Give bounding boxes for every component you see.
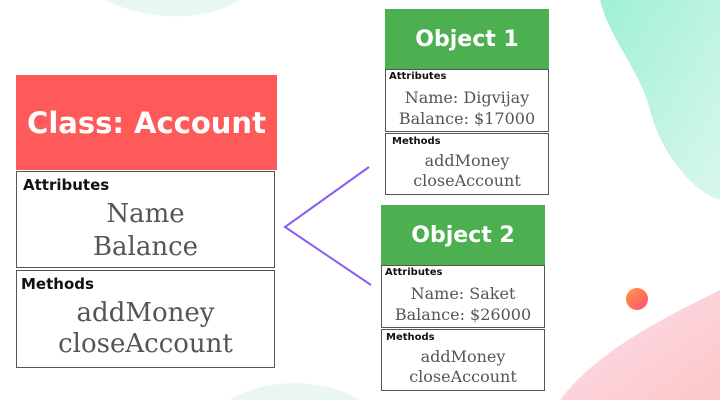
method-item: addMoney: [420, 347, 506, 366]
methods-label: Methods: [386, 332, 435, 343]
object-2-methods-list: addMoney closeAccount: [382, 347, 544, 387]
object-2-methods-section: Methods addMoney closeAccount: [381, 329, 545, 391]
attributes-label: Attributes: [389, 71, 447, 82]
attribute-item: Balance: $17000: [398, 109, 536, 128]
method-item: closeAccount: [413, 171, 521, 190]
methods-label: Methods: [21, 275, 94, 293]
object-1-methods-section: Methods addMoney closeAccount: [385, 133, 549, 195]
object-2-attributes-section: Attributes Name: Saket Balance: $26000: [381, 265, 545, 328]
attribute-item: Name: Digvijay: [404, 88, 530, 107]
attributes-label: Attributes: [385, 267, 443, 278]
class-attributes-section: Attributes Name Balance: [16, 171, 275, 268]
bottom-right-blob: [560, 290, 720, 400]
class-methods-list: addMoney closeAccount: [17, 298, 274, 360]
methods-label: Methods: [392, 136, 441, 147]
connector-line: [283, 166, 372, 286]
method-item: addMoney: [76, 298, 215, 328]
top-left-blob: [105, 0, 240, 17]
object-1-attributes-list: Name: Digvijay Balance: $17000: [386, 87, 548, 129]
top-right-blob: [600, 0, 720, 200]
object-2-attributes-list: Name: Saket Balance: $26000: [382, 283, 544, 325]
attribute-item: Name: Saket: [410, 284, 516, 303]
orange-dot: [626, 288, 648, 310]
bottom-center-blob: [230, 383, 360, 400]
object-1-title: Object 1: [385, 9, 549, 69]
object-2-title: Object 2: [381, 205, 545, 265]
class-title: Class: Account: [16, 75, 277, 170]
class-attributes-list: Name Balance: [17, 198, 274, 264]
attributes-label: Attributes: [23, 176, 110, 194]
object-1-methods-list: addMoney closeAccount: [386, 151, 548, 191]
method-item: closeAccount: [409, 367, 517, 386]
object-1-attributes-section: Attributes Name: Digvijay Balance: $1700…: [385, 69, 549, 132]
method-item: addMoney: [424, 151, 510, 170]
method-item: closeAccount: [58, 329, 233, 359]
class-methods-section: Methods addMoney closeAccount: [16, 270, 275, 368]
attribute-item: Name: [106, 199, 185, 229]
attribute-item: Balance: $26000: [394, 305, 532, 324]
attribute-item: Balance: [92, 232, 199, 262]
